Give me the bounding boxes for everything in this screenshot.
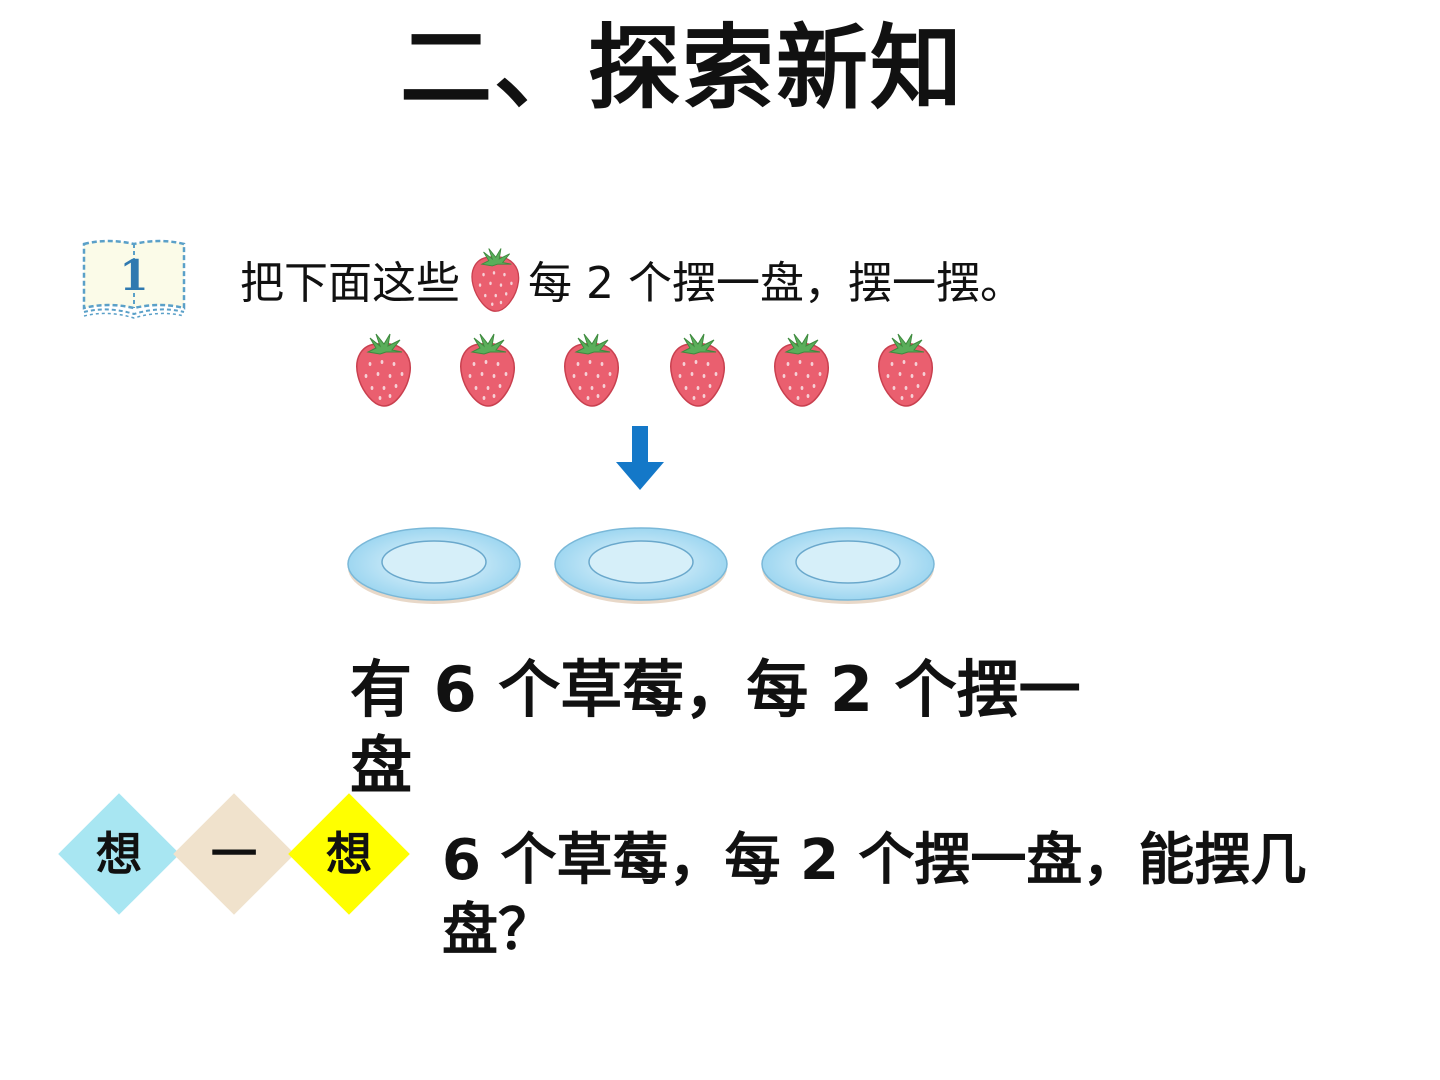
think-label: 想 一 想	[58, 792, 420, 916]
problem-statement: 有 6 个草莓，每 2 个摆一盘	[350, 653, 1081, 802]
plate-icon	[347, 527, 521, 604]
strawberry-icon	[878, 333, 933, 407]
strawberry-row	[348, 330, 948, 410]
think-char-1: 想	[96, 827, 142, 881]
plate-icon	[761, 527, 935, 604]
open-book-icon: 1	[82, 239, 186, 319]
slide-title: 二、探索新知	[400, 15, 965, 122]
strawberry-icon	[460, 333, 515, 407]
strawberry-icon	[356, 333, 411, 407]
strawberry-icon	[670, 333, 725, 407]
question-text: 6 个草莓，每 2 个摆一盘，能摆几盘？	[442, 828, 1307, 963]
strawberry-icon	[564, 333, 619, 407]
example-number-badge: 1	[80, 236, 188, 320]
down-arrow-icon	[616, 426, 664, 490]
strawberry-icon	[471, 248, 520, 312]
strawberry-icon	[774, 333, 829, 407]
think-char-2: 一	[211, 827, 257, 881]
instruction-line: 把下面这些 每 2 个摆一盘，摆一摆。	[240, 244, 1024, 314]
think-char-3: 想	[326, 827, 372, 881]
example-number: 1	[119, 251, 148, 300]
plate-icon	[554, 527, 728, 604]
instruction-text-after: 每 2 个摆一盘，摆一摆。	[528, 258, 1024, 309]
instruction-text-before: 把下面这些	[240, 258, 460, 309]
